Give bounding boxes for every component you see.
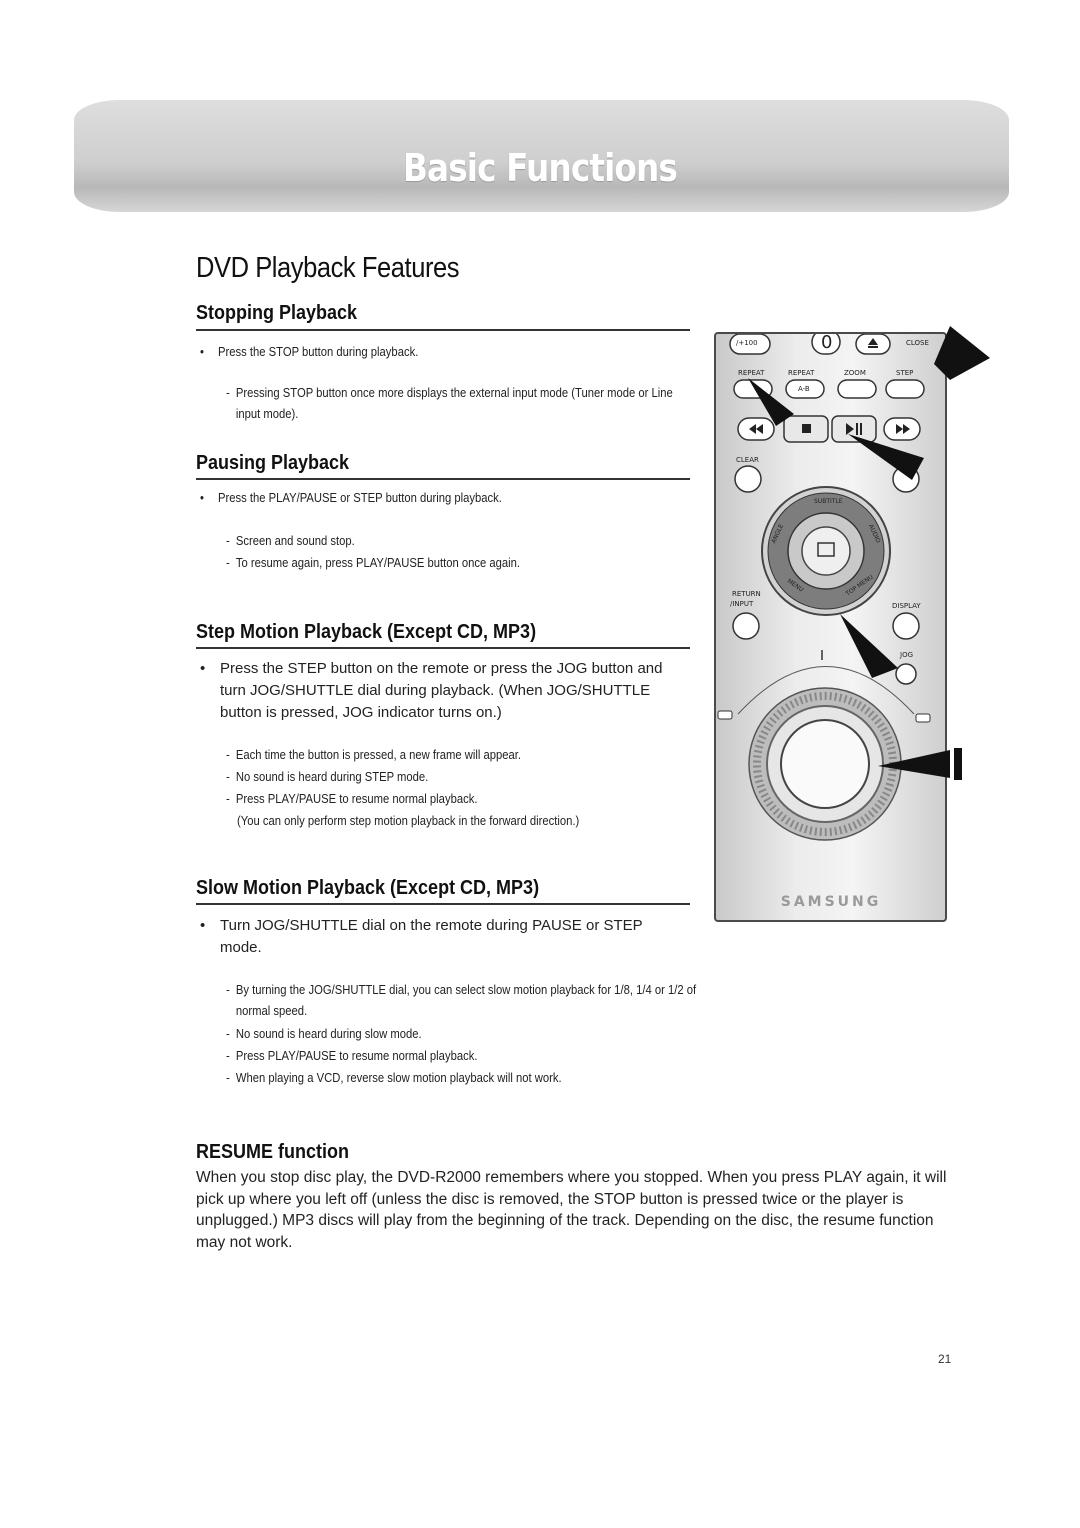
section-rule: [196, 903, 690, 905]
remote-control-illustration: /+100 0 CLOSE REPEAT REPEAT A-B ZOOM STE…: [714, 332, 947, 922]
note-step-2: -No sound is heard during STEP mode.: [226, 770, 429, 784]
note-step-1: -Each time the button is pressed, a new …: [226, 748, 522, 762]
section-rule: [196, 478, 690, 480]
section-heading-pausing: Pausing Playback: [196, 452, 350, 474]
zoom-label: ZOOM: [844, 369, 866, 377]
return-label: RETURN: [732, 590, 761, 598]
header-banner: [74, 100, 1009, 212]
bullet-step: • Press the STEP button on the remote or…: [200, 660, 663, 721]
subtitle-label: SUBTITLE: [814, 498, 843, 505]
note-slow-1: -By turning the JOG/SHUTTLE dial, you ca…: [226, 983, 697, 1018]
note-slow-3: -Press PLAY/PAUSE to resume normal playb…: [226, 1049, 478, 1063]
note-slow-2: -No sound is heard during slow mode.: [226, 1027, 422, 1041]
input-label: /INPUT: [730, 600, 754, 608]
note-slow-4: -When playing a VCD, reverse slow motion…: [226, 1071, 562, 1085]
bullet-slow: • Turn JOG/SHUTTLE dial on the remote du…: [200, 917, 643, 956]
bullet-pausing: • Press the PLAY/PAUSE or STEP button du…: [200, 488, 704, 508]
clear-label: CLEAR: [736, 456, 759, 464]
repeat-ab-label: REPEAT: [788, 369, 815, 377]
section-heading-step: Step Motion Playback (Except CD, MP3): [196, 621, 537, 643]
repeat-label: REPEAT: [738, 369, 765, 377]
page-heading: DVD Playback Features: [196, 252, 460, 284]
note-step-3: -Press PLAY/PAUSE to resume normal playb…: [226, 792, 478, 806]
pointer-arrows: [748, 326, 990, 780]
section-rule: [196, 329, 690, 331]
remote-graphics: [717, 334, 931, 841]
step-label: STEP: [896, 369, 914, 377]
page-number: 21: [938, 1352, 952, 1366]
jog-label: JOG: [900, 651, 913, 659]
section-heading-resume: RESUME function: [196, 1141, 349, 1163]
arrow-jog-icon: [840, 614, 898, 678]
note-step-extra: (You can only perform step motion playba…: [237, 814, 580, 828]
bullet-dot: •: [200, 917, 206, 934]
section-heading-slow: Slow Motion Playback (Except CD, MP3): [196, 877, 540, 899]
bullet-dot: •: [200, 491, 204, 505]
bullet-stopping: • Press the STOP button during playback.: [200, 342, 668, 362]
ab-label: A-B: [798, 385, 810, 393]
close-label: CLOSE: [906, 339, 929, 347]
note-pausing-1: -Screen and sound stop.: [226, 534, 355, 548]
arrow-stop-icon: [748, 378, 794, 426]
plus100-label: /+100: [736, 339, 758, 347]
bullet-dot: •: [200, 660, 206, 677]
bullet-dot: •: [200, 345, 204, 359]
section-heading-stopping: Stopping Playback: [196, 302, 358, 324]
display-label: DISPLAY: [892, 602, 921, 610]
arrow-dial-bar-icon: [954, 748, 962, 780]
note-pausing-2: -To resume again, press PLAY/PAUSE butto…: [226, 556, 521, 570]
note-stopping-1: -Pressing STOP button once more displays…: [226, 386, 673, 421]
resume-paragraph: When you stop disc play, the DVD-R2000 r…: [196, 1169, 947, 1251]
section-rule: [196, 647, 690, 649]
arrow-playpause-icon: [848, 434, 924, 480]
header-title: Basic Functions: [402, 146, 678, 190]
arrow-dial-icon: [878, 750, 950, 778]
zero-label: 0: [821, 332, 833, 353]
brand-logo: SAMSUNG: [780, 894, 882, 910]
arrow-step-icon: [934, 326, 990, 380]
